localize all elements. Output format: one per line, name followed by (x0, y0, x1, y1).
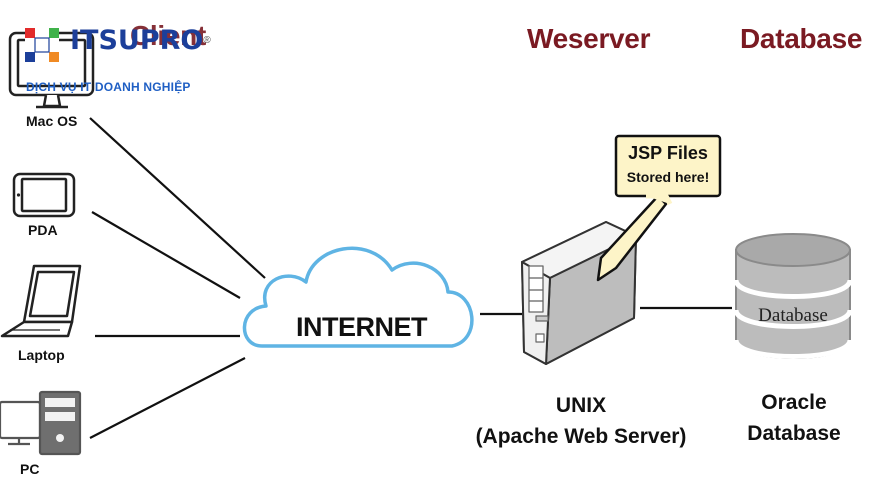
database-caption-line1: Oracle (761, 391, 827, 414)
header-client: Client (130, 20, 206, 51)
connector-macos-internet (89, 117, 266, 279)
device-label-pc: PC (20, 461, 40, 477)
logo-brand: ITSUPRO (70, 25, 204, 56)
connector-pda-internet (91, 211, 241, 299)
database-caption: Oracle Database (730, 387, 858, 449)
database-cylinder-label: Database (758, 305, 828, 326)
callout-line2: Stored here! (626, 169, 710, 185)
server-caption: UNIX (Apache Web Server) (468, 390, 694, 452)
laptop-icon (0, 264, 82, 338)
desktop-pc-icon (0, 390, 82, 456)
itsupro-watermark: ITSUPRO® DỊCH VỤ IT DOANH NGHIỆP (26, 25, 211, 95)
callout-arrow (596, 194, 668, 282)
device-label-pda: PDA (28, 222, 58, 238)
itsupro-logo-mark (25, 28, 59, 62)
server-caption-line2: (Apache Web Server) (475, 425, 687, 448)
tablet-icon (12, 172, 76, 218)
cloud-icon (242, 246, 474, 348)
database-caption-line2: Database (747, 422, 841, 445)
callout-line1: JSP Files (628, 143, 708, 163)
device-label-laptop: Laptop (18, 347, 65, 363)
database-cylinder-icon (733, 233, 853, 359)
logo-registered-mark: ® (203, 35, 211, 46)
device-label-macos: Mac OS (26, 113, 78, 129)
header-webserver: Weserver (527, 23, 651, 54)
connector-pc-internet (89, 357, 246, 439)
server-caption-line1: UNIX (555, 394, 607, 417)
cloud-label: INTERNET (296, 312, 428, 342)
callout-text: JSP Files Stored here! (616, 141, 720, 189)
header-database: Database (740, 23, 863, 54)
logo-tagline: DỊCH VỤ IT DOANH NGHIỆP (26, 80, 191, 94)
